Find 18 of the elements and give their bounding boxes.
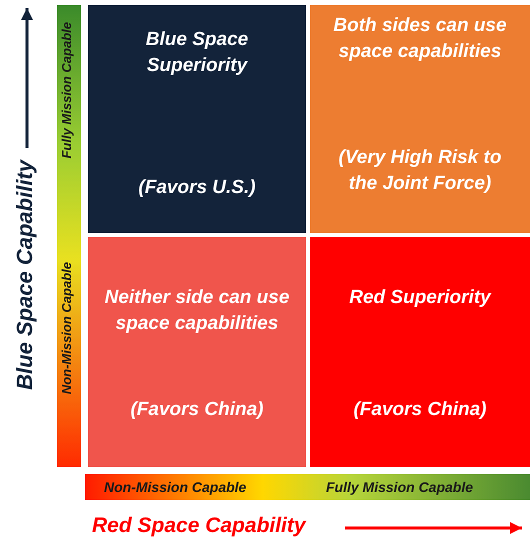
axis-tick-label: Non-Mission Capable [59,262,74,394]
axis-tick-label: Fully Mission Capable [59,22,74,159]
quadrant-note: (Favors China) [129,398,265,422]
quadrant-box [88,237,306,467]
quadrant-box [88,5,306,233]
axis-label: Blue Space Capability [12,160,38,390]
quadrant-note: (Favors U.S.) [137,176,257,200]
quadrant-title: Neither side can use space capabilities [104,286,290,336]
axis-label: Red Space Capability [92,514,306,538]
axis-tick-label: Non-Mission Capable [104,479,246,495]
quadrant-note: (Favors China) [352,398,488,422]
quadrant-title: Blue Space Superiority [144,28,250,78]
quadrant-title: Red Superiority [348,286,492,310]
axis-tick-label: Fully Mission Capable [326,479,474,495]
quadrant-title: Both sides can use space capabilities [332,14,508,64]
quadrant-box [310,237,530,467]
quadrant-note: (Very High Risk to the Joint Force) [338,146,502,196]
quadrant-box [310,5,530,233]
